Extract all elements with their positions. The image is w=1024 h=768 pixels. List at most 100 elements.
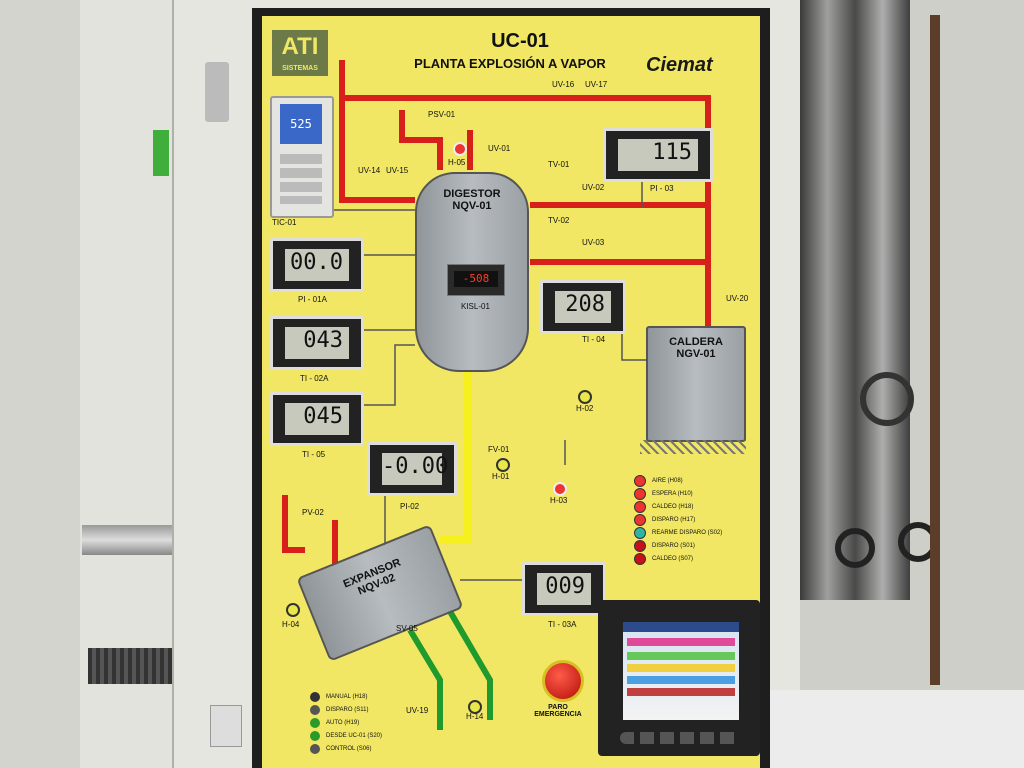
mode-text: MANUAL (H18) xyxy=(326,693,368,700)
alarm-row: AIRE (H08) xyxy=(634,474,754,487)
lamp-h05-label: H-05 xyxy=(448,158,466,167)
lamp-h05 xyxy=(453,142,467,156)
meter-pi-02-label: PI-02 xyxy=(400,502,420,511)
meter-ti-04-value: 208 xyxy=(555,291,611,323)
meter-ti-05: 045 xyxy=(270,392,364,446)
meter-pi-02-value: -0.00 xyxy=(382,453,448,485)
alarm-row: REARME DISPARO (S02) xyxy=(634,526,754,539)
side-pipe xyxy=(82,525,177,555)
alarm-legend: AIRE (H08) ESPERA (H10) CALDEO (H18) DIS… xyxy=(634,474,754,565)
kisl-value: -508 xyxy=(454,271,498,287)
mode-text: DESDE UC-01 (S20) xyxy=(326,732,383,739)
mode-text: DISPARO (S11) xyxy=(326,706,369,713)
digestor-code: NQV-01 xyxy=(452,200,492,212)
kisl-label: KISL-01 xyxy=(461,302,490,311)
alarm-text: DISPARO (S01) xyxy=(652,542,695,549)
mode-row: DESDE UC-01 (S20) xyxy=(310,729,410,742)
trip-button[interactable] xyxy=(634,539,646,552)
mode-legend: MANUAL (H18) DISPARO (S11) AUTO (H19) DE… xyxy=(310,690,410,755)
kisl-display[interactable]: -508 xyxy=(447,264,505,296)
meter-pi-01a-value: 00.0 xyxy=(285,249,349,281)
ati-logo-text: ATI xyxy=(281,33,319,60)
insulated-pipe xyxy=(800,0,910,600)
caldera-tank: CALDERA NGV-01 xyxy=(646,326,746,442)
caldera-name: CALDERA xyxy=(669,336,723,348)
mode-led xyxy=(310,717,320,728)
valve-tv02-label: TV-02 xyxy=(548,216,570,225)
mode-selector[interactable] xyxy=(310,704,320,715)
alarm-text: ESPERA (H10) xyxy=(652,490,693,497)
mode-selector[interactable] xyxy=(310,743,320,754)
copper-pipe xyxy=(930,15,940,685)
valve-fv01-label: FV-01 xyxy=(488,445,510,454)
caldera-code: NGV-01 xyxy=(676,348,716,360)
lamp-h01 xyxy=(496,458,510,472)
recorder-buttons[interactable] xyxy=(620,732,740,744)
alarm-led xyxy=(634,513,646,526)
valve-wheel-icon[interactable] xyxy=(860,372,914,426)
lamp-h03 xyxy=(553,482,567,496)
meter-ti-05-label: TI - 05 xyxy=(302,450,326,459)
valve-sv05-label: SV-05 xyxy=(396,624,418,633)
meter-ti-03a-label: TI - 03A xyxy=(548,620,577,629)
alarm-text: DISPARO (H17) xyxy=(652,516,696,523)
alarm-text: AIRE (H08) xyxy=(652,477,683,484)
controller-keypad[interactable] xyxy=(280,154,322,204)
reset-button[interactable] xyxy=(634,526,646,539)
panel-title: UC-01 xyxy=(491,30,549,52)
mode-row: CONTROL (S06) xyxy=(310,742,410,755)
alarm-led xyxy=(634,487,646,500)
meter-pi-03-label: PI - 03 xyxy=(650,184,674,193)
lamp-h04-label: H-04 xyxy=(282,620,300,629)
side-hose xyxy=(88,648,178,684)
door-handle[interactable] xyxy=(205,62,229,122)
valve-wheel-icon[interactable] xyxy=(835,528,875,568)
foreground-box xyxy=(735,690,1024,768)
valve-uv19-label: UV-19 xyxy=(406,706,429,715)
valve-uv01-label: UV-01 xyxy=(488,144,511,153)
mode-row: DISPARO (S11) xyxy=(310,703,410,716)
alarm-row: CALDEO (H18) xyxy=(634,500,754,513)
alarm-text: CALDEO (H18) xyxy=(652,503,694,510)
valve-pv02-label: PV-02 xyxy=(302,508,324,517)
lamp-h04 xyxy=(286,603,300,617)
valve-uv02-label: UV-02 xyxy=(582,183,605,192)
door-lock[interactable] xyxy=(210,705,242,747)
mode-row: MANUAL (H18) xyxy=(310,690,410,703)
valve-tv01-label: TV-01 xyxy=(548,160,570,169)
valve-psv01-label: PSV-01 xyxy=(428,110,456,119)
valve-uv17-label: UV-17 xyxy=(585,80,608,89)
meter-ti-02a: 043 xyxy=(270,316,364,370)
meter-ti-04-label: TI - 04 xyxy=(582,335,606,344)
alarm-text: REARME DISPARO (S02) xyxy=(652,529,723,536)
meter-pi-01a: 00.0 xyxy=(270,238,364,292)
alarm-led xyxy=(634,500,646,513)
meter-pi-02: -0.00 xyxy=(367,442,457,496)
valve-uv03-label: UV-03 xyxy=(582,238,605,247)
data-recorder[interactable] xyxy=(598,600,760,756)
valve-uv16-label: UV-16 xyxy=(552,80,575,89)
meter-ti-04: 208 xyxy=(540,280,626,334)
meter-ti-02a-label: TI - 02A xyxy=(300,374,329,383)
mode-selector[interactable] xyxy=(310,691,320,702)
mode-led xyxy=(310,730,320,741)
lamp-h01-label: H-01 xyxy=(492,472,510,481)
alarm-row: ESPERA (H10) xyxy=(634,487,754,500)
lamp-h03-label: H-03 xyxy=(550,496,568,505)
emergency-stop-button[interactable] xyxy=(542,660,584,702)
lamp-h14 xyxy=(468,700,482,714)
valve-uv20-label: UV-20 xyxy=(726,294,749,303)
meter-pi-01a-label: PI - 01A xyxy=(298,295,327,304)
mode-row: AUTO (H19) xyxy=(310,716,410,729)
recorder-screen[interactable] xyxy=(623,622,739,720)
heat-button[interactable] xyxy=(634,552,646,565)
mode-text: CONTROL (S06) xyxy=(326,745,372,752)
meter-pi-03-value: 115 xyxy=(618,139,698,171)
panel-subtitle: PLANTA EXPLOSIÓN A VAPOR xyxy=(414,56,606,71)
valve-uv15-label: UV-15 xyxy=(386,166,409,175)
mode-text: AUTO (H19) xyxy=(326,719,360,726)
temperature-controller[interactable]: 525 xyxy=(270,96,334,218)
lamp-h02 xyxy=(578,390,592,404)
alarm-row: DISPARO (H17) xyxy=(634,513,754,526)
